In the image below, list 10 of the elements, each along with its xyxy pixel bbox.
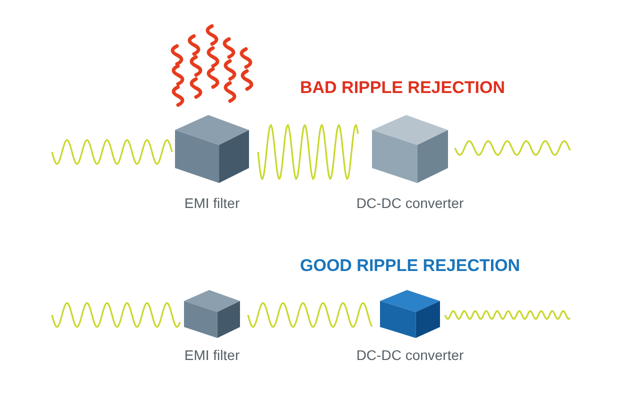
heading-label: BAD RIPPLE REJECTION <box>300 78 505 98</box>
block-caption: EMI filter <box>184 195 240 211</box>
block-caption: DC-DC converter <box>356 195 464 211</box>
block-drawing <box>184 290 240 338</box>
block-drawing <box>380 290 440 338</box>
heading-label: GOOD RIPPLE REJECTION <box>300 256 520 276</box>
block-drawing <box>372 115 448 183</box>
block-drawing <box>175 115 249 183</box>
block-caption: DC-DC converter <box>356 347 464 363</box>
block-caption: EMI filter <box>184 347 240 363</box>
